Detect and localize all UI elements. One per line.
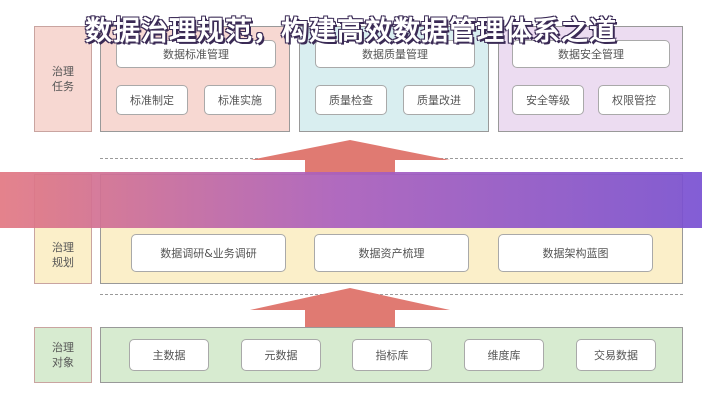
task-group-quality: 数据质量管理 质量检查 质量改进 bbox=[299, 26, 489, 132]
object-item-metadata: 元数据 bbox=[241, 339, 321, 371]
task-item-quality-improve: 质量改进 bbox=[403, 85, 475, 115]
side-label-objects-line2: 对象 bbox=[52, 356, 74, 369]
task-item-permission-control: 权限管控 bbox=[598, 85, 670, 115]
planning-item-research: 数据调研&业务调研 bbox=[131, 234, 286, 272]
task-group-title-standard: 数据标准管理 bbox=[116, 40, 276, 68]
side-label-tasks-line2: 任务 bbox=[52, 80, 74, 93]
side-label-tasks: 治理 任务 bbox=[34, 26, 92, 132]
object-item-indicator-library: 指标库 bbox=[352, 339, 432, 371]
title-banner bbox=[0, 172, 702, 228]
objects-panel: 主数据 元数据 指标库 维度库 交易数据 bbox=[100, 327, 683, 383]
task-item-standard-define: 标准制定 bbox=[116, 85, 188, 115]
side-label-planning-line1: 治理 bbox=[52, 241, 74, 254]
side-label-tasks-line1: 治理 bbox=[52, 65, 74, 78]
object-item-transaction-data: 交易数据 bbox=[576, 339, 656, 371]
side-label-objects-line1: 治理 bbox=[52, 341, 74, 354]
object-item-master-data: 主数据 bbox=[129, 339, 209, 371]
task-group-standard: 数据标准管理 标准制定 标准实施 bbox=[100, 26, 290, 132]
object-item-dimension-library: 维度库 bbox=[464, 339, 544, 371]
planning-item-architecture-blueprint: 数据架构蓝图 bbox=[498, 234, 653, 272]
task-group-title-quality: 数据质量管理 bbox=[315, 40, 475, 68]
divider-bottom bbox=[100, 294, 683, 295]
task-group-security: 数据安全管理 安全等级 权限管控 bbox=[498, 26, 683, 132]
planning-item-asset-sorting: 数据资产梳理 bbox=[314, 234, 469, 272]
arrow-up-icon-lower bbox=[250, 288, 450, 328]
task-group-title-security: 数据安全管理 bbox=[512, 40, 670, 68]
banner-title: 数据治理规范，构建高效数据管理体系之道 bbox=[85, 15, 617, 47]
arrow-up-icon bbox=[250, 140, 450, 176]
task-item-security-level: 安全等级 bbox=[512, 85, 584, 115]
task-item-standard-implement: 标准实施 bbox=[204, 85, 276, 115]
side-label-objects: 治理 对象 bbox=[34, 327, 92, 383]
side-label-planning-line2: 规划 bbox=[52, 256, 74, 269]
task-item-quality-check: 质量检查 bbox=[315, 85, 387, 115]
